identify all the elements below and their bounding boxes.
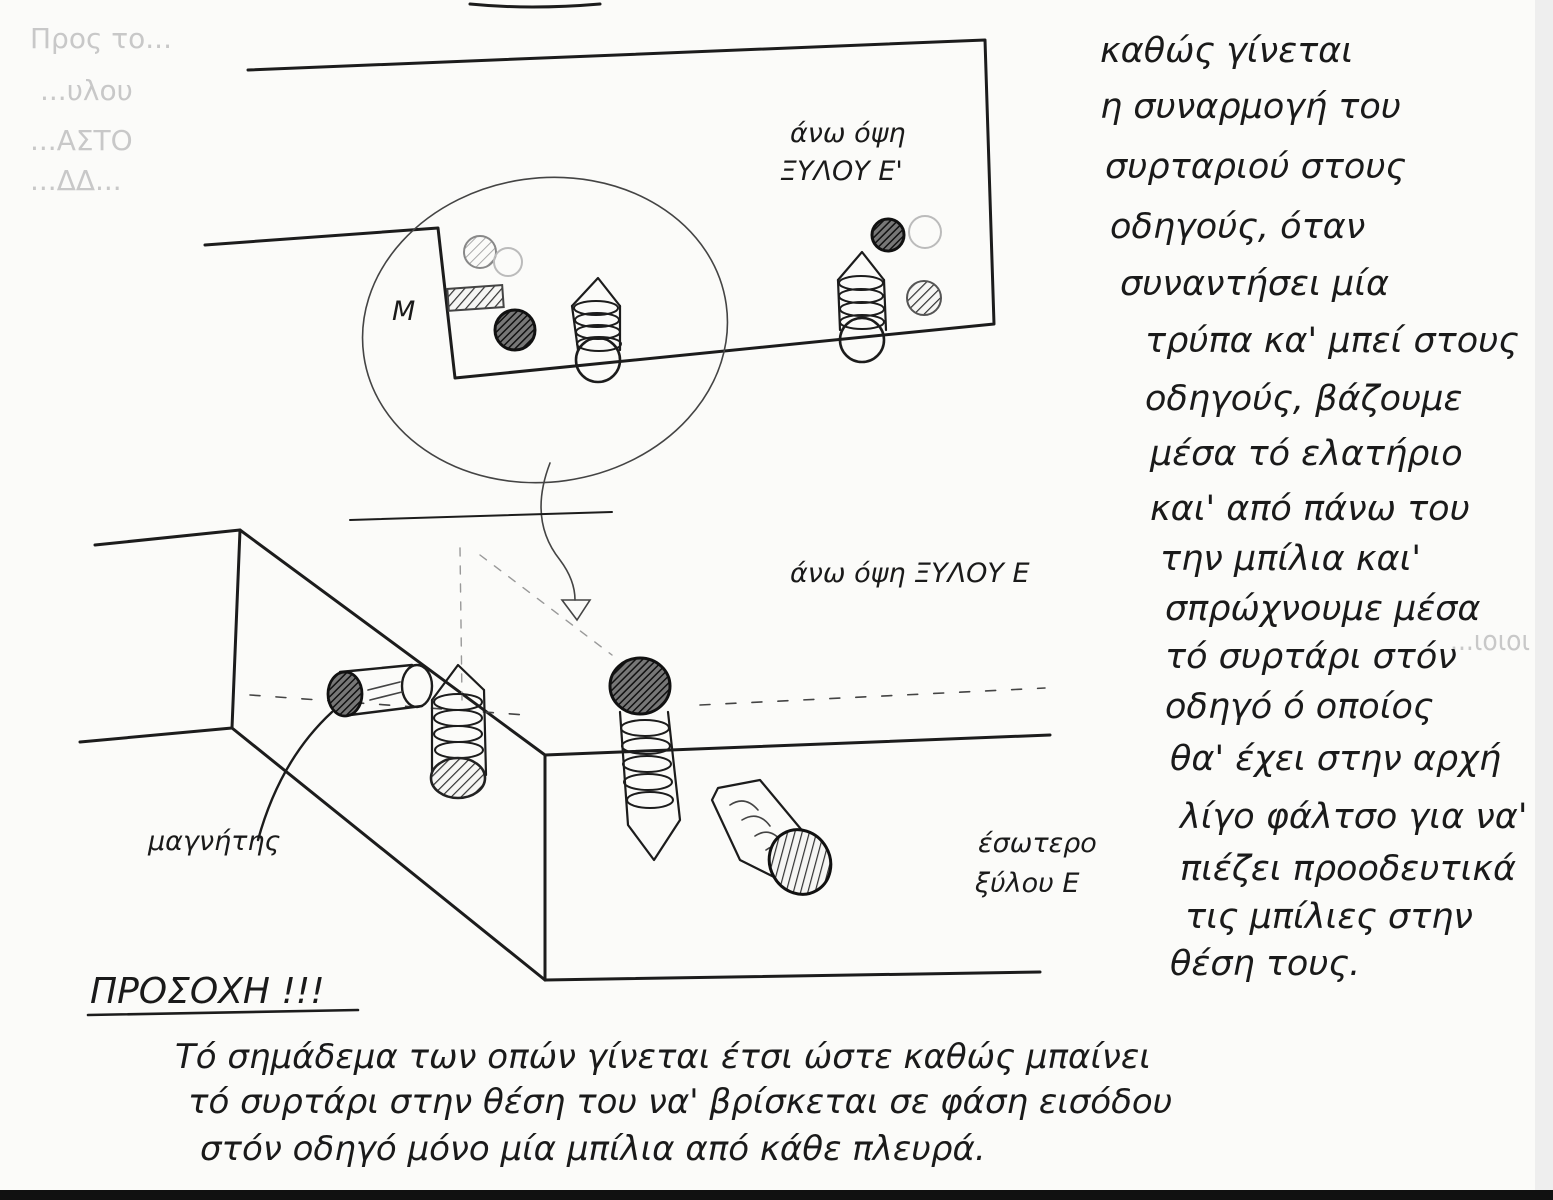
svg-text:...ΔΔ...: ...ΔΔ... [30, 164, 122, 197]
label-m: Μ [392, 296, 415, 327]
spring-ball-left [570, 276, 622, 384]
svg-text:θέση τους.: θέση τους. [1170, 944, 1360, 984]
warning-line-3: στόν οδηγό μόνο μία μπίλια από κάθε πλευ… [200, 1129, 986, 1169]
ghost-text: Προς το... ...υλου ...ΑΣΤΟ ...ΔΔ... ...ι… [30, 22, 1530, 657]
zoom-arrow-line [540, 462, 576, 601]
svg-text:πιέζει προοδευτικά: πιέζει προοδευτικά [1180, 849, 1516, 889]
zoom-circle [361, 176, 729, 484]
svg-text:συρταριού στους: συρταριού στους [1105, 147, 1406, 187]
hole-dark-right [870, 217, 906, 253]
svg-text:σπρώχνουμε μέσα: σπρώχνουμε μέσα [1165, 589, 1480, 629]
top-view-drawing [203, 38, 996, 622]
svg-text:οδηγούς, όταν: οδηγούς, όταν [1110, 207, 1365, 247]
spring-3d-left [429, 663, 488, 800]
label-inside-2: ξύλου Ε [974, 868, 1079, 899]
magnet-slot [446, 284, 505, 312]
svg-text:τις μπίλιες στην: τις μπίλιες στην [1185, 897, 1473, 937]
warning-title: ΠΡΟΣΟΧΗ !!! [90, 971, 325, 1012]
label-top-view-e: άνω όψη ΞΥΛΟΥ Ε [790, 558, 1030, 589]
spring-ball-right [836, 250, 888, 364]
right-edge [1535, 0, 1553, 1190]
zoom-arrow-head [560, 599, 592, 622]
svg-text:Προς το...: Προς το... [30, 22, 172, 55]
warning-line-1: Τό σημάδεμα των οπών γίνεται έτσι ώστε κ… [175, 1037, 1151, 1077]
top-edge-mark [468, 2, 602, 9]
svg-text:οδηγό ό οποίος: οδηγό ό οποίος [1165, 687, 1434, 727]
bottom-edge [0, 1190, 1553, 1200]
svg-text:τρύπα κα' μπεί στους: τρύπα κα' μπεί στους [1145, 321, 1519, 361]
label-magnet: μαγνήτης [147, 826, 281, 857]
hole-hatched-right [906, 280, 942, 316]
svg-text:και' από πάνω του: και' από πάνω του [1150, 489, 1470, 529]
label-inside-1: έσωτερο [978, 828, 1097, 859]
svg-text:...ΑΣΤΟ: ...ΑΣΤΟ [30, 124, 133, 157]
svg-text:μέσα τό ελατήριο: μέσα τό ελατήριο [1149, 434, 1463, 474]
perspective-bottom-edge [543, 970, 1042, 982]
side-note: καθώς γίνεται η συναρμογή του συρταριού … [1100, 31, 1527, 984]
magnet-pointer [256, 710, 334, 842]
projection-lines [459, 547, 613, 701]
svg-text:συναντήσει μία: συναντήσει μία [1120, 264, 1389, 304]
svg-text:...ιοιοι: ...ιοιοι [1450, 624, 1530, 657]
svg-text:καθώς γίνεται: καθώς γίνεται [1100, 31, 1353, 71]
perspective-top-edge [93, 528, 1052, 757]
spring-3d-tilted [710, 778, 833, 896]
svg-text:την μπίλια και': την μπίλια και' [1160, 539, 1421, 579]
hole-outline-right [908, 215, 942, 249]
hole-outline [493, 247, 523, 277]
svg-text:...υλου: ...υλου [40, 74, 133, 107]
svg-text:οδηγούς, βάζουμε: οδηγούς, βάζουμε [1145, 379, 1462, 419]
warning-line-2: τό συρτάρι στην θέση του να' βρίσκεται σ… [188, 1082, 1172, 1122]
hole-faint [463, 235, 497, 269]
perspective-drawing [78, 511, 1052, 982]
hole-dark [493, 308, 537, 352]
perspective-back-line [349, 511, 613, 521]
warning-underline [86, 1008, 360, 1017]
svg-text:λίγο φάλτσο για να': λίγο φάλτσο για να' [1178, 797, 1527, 837]
magnet-cylinder [326, 663, 434, 718]
svg-text:θα' έχει στην αρχή: θα' έχει στην αρχή [1170, 739, 1501, 779]
dashed-guide [249, 687, 1046, 716]
perspective-left-face [78, 528, 242, 744]
spring-3d-center [608, 656, 682, 862]
svg-text:τό συρτάρι στόν: τό συρτάρι στόν [1165, 637, 1457, 677]
label-top-view-1: άνω όψη [790, 118, 906, 149]
label-top-view-2: ΞΥΛΟΥ Ε' [780, 156, 903, 187]
svg-text:η συναρμογή του: η συναρμογή του [1100, 87, 1401, 127]
